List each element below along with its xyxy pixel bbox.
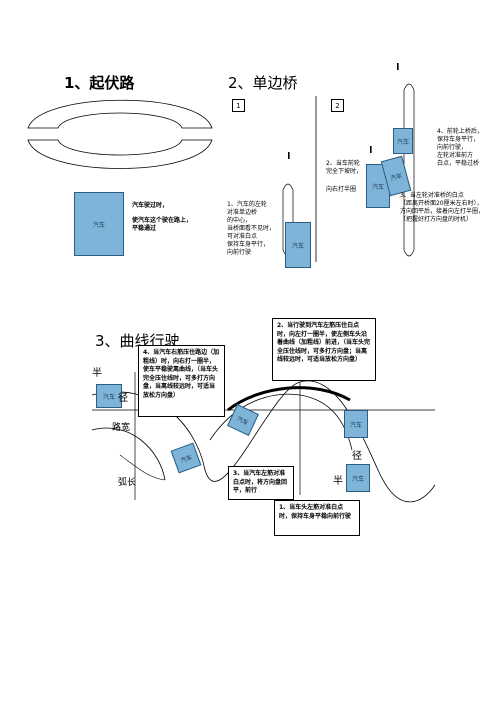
road-label-d: 弧长 <box>118 478 137 488</box>
curve-car-4-label: 汽车 <box>349 421 362 429</box>
note1-line: 当桥面看不见时， <box>227 225 276 232</box>
note4-line: 4、前轮上桥后， <box>437 128 483 135</box>
section2-note1: 1、汽车的左轮 对准单边桥 的中心， 当桥面看不见时， 可对准白点 保持车身平行… <box>227 201 275 257</box>
note2-line: 完全下坡时， <box>326 168 363 175</box>
section2-title: 2、单边桥 <box>228 74 298 92</box>
step4-note: 4、当汽车右筋压住路边（加粗线）时，向右打一圈半，使车平稳驶离曲线，（当车头完全… <box>138 345 225 417</box>
section2-note5: 3、当左轮对准桥的白点 （距离开桥面20厘米左右时）， 方向回平后，接着向左打半… <box>400 192 484 224</box>
note5-line: （距离开桥面20厘米左右时）， <box>400 200 483 207</box>
bump-arc-top <box>27 99 213 129</box>
section2-note3: 向右打半圈 <box>326 186 357 193</box>
note1-line: 1、汽车的左轮 <box>227 201 267 208</box>
section2-note2: 2、当车前轮 完全下坡时， <box>326 160 362 176</box>
bridge-2 <box>403 83 415 257</box>
section1-note-line1: 汽车驶过时， <box>132 202 169 209</box>
note1-line: 可对准白点 <box>227 233 258 240</box>
mark-2 <box>397 63 399 70</box>
note4-line: 白点，平稳过桥 <box>437 160 480 167</box>
road-label-c: 路宽 <box>112 423 131 433</box>
note4-line: 向前行驶， <box>437 144 468 151</box>
car-block: 汽车 <box>74 192 124 256</box>
note2-line: 2、当车前轮 <box>326 160 360 167</box>
mark-3 <box>370 146 372 153</box>
section1-note-line3: 平稳通过 <box>132 225 157 232</box>
curve-car-4: 汽车 <box>344 410 368 438</box>
car-bridge2-top-label: 汽车 <box>396 138 409 146</box>
bump-arc-bottom <box>27 139 213 169</box>
step-box-2: 2 <box>331 99 344 112</box>
note4-line: 左轮对准前方 <box>437 152 474 159</box>
car-bridge2-left-label: 汽车 <box>371 183 384 191</box>
section2-note4: 4、前轮上桥后， 保持车身平行， 向前行驶， 左轮对准前方 白点，平稳过桥 <box>437 128 483 168</box>
car-bridge1: 汽车 <box>285 222 311 268</box>
step-box-1: 1 <box>232 99 245 112</box>
road-label-a: 半 <box>92 368 102 379</box>
section1-title: 1、起伏路 <box>64 74 135 92</box>
curve-car-1: 汽车 <box>96 384 122 408</box>
curve-car-5: 汽车 <box>346 464 370 492</box>
car-label: 汽车 <box>92 221 105 229</box>
road-label-b: 径 <box>118 393 128 404</box>
curve-car-5-label: 汽车 <box>351 475 364 483</box>
car-bridge1-label: 汽车 <box>291 242 304 250</box>
note1-line: 向前行驶 <box>227 249 252 256</box>
car-bridge2-top: 汽车 <box>393 128 413 154</box>
note1-line: 保持车身平行， <box>227 241 270 248</box>
note1-line: 的中心， <box>227 217 252 224</box>
road-label-f: 径 <box>352 451 362 462</box>
section1-note: 汽车驶过时， 使汽车这个驶在路上， 平稳通过 <box>132 202 192 234</box>
section1-note-line2: 使汽车这个驶在路上， <box>132 216 193 224</box>
note4-line: 保持车身平行， <box>437 136 480 143</box>
step1-note: 1、当车头左筋对准白点时，保持车身平稳向前行驶 <box>274 500 360 536</box>
note1-line: 对准单边桥 <box>227 209 258 216</box>
step2-note: 2、当行驶到汽车左筋压住白点时，向左打一圈半，使左侧车头沿着曲线（加粗线）前进，… <box>272 318 376 381</box>
note5-line: 方向回平后，接着向左打半圈， <box>400 208 485 215</box>
mark-1 <box>288 152 290 159</box>
note5-line: 3、当左轮对准桥的白点 <box>400 192 464 199</box>
note5-line: （把握好打方向盘的时机） <box>400 216 473 223</box>
step3-note: 3、当汽车左筋对准白点时，将方向盘回平，前行 <box>228 466 294 500</box>
curve-car-3-label: 汽车 <box>235 415 250 427</box>
curve-car-1-label: 汽车 <box>102 393 115 401</box>
car-bridge2-right-label: 汽车 <box>389 172 403 182</box>
road-label-e: 半 <box>333 476 343 487</box>
curve-car-2-label: 汽车 <box>179 453 194 465</box>
